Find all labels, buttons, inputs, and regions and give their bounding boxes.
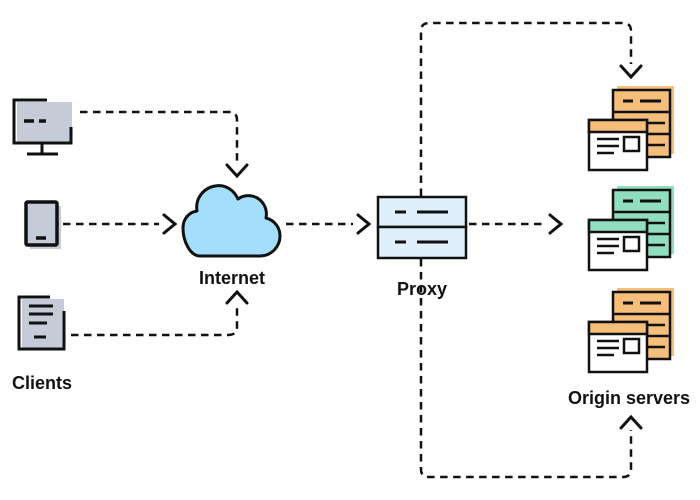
- browser-checkbox: [622, 235, 641, 253]
- browser-checkbox: [622, 135, 641, 153]
- phone-body: [24, 200, 59, 247]
- proxy-label: Proxy: [397, 279, 447, 299]
- browser-text-lines: [597, 137, 619, 155]
- arrowhead-right-icon: [548, 213, 564, 235]
- arrowhead-down-icon: [619, 64, 643, 80]
- browser-text-lines: [597, 339, 619, 357]
- arrowhead-up-icon: [619, 414, 643, 430]
- origin-server-icon-1: [587, 86, 674, 172]
- edge-phone-to-internet: [63, 213, 178, 235]
- client-desktop-icon: [12, 98, 73, 156]
- dashed-connector: [419, 259, 633, 479]
- document-outline: [17, 295, 66, 351]
- edge-document-to-internet: [71, 289, 249, 337]
- origin-servers-label: Origin servers: [568, 388, 690, 408]
- internet-label: Internet: [199, 268, 265, 288]
- internet-cloud-icon: [181, 184, 282, 258]
- arrowhead-up-icon: [225, 289, 249, 305]
- client-phone-icon: [24, 200, 61, 249]
- arrowhead-right-icon: [356, 213, 372, 235]
- cloud-shape: [181, 184, 282, 258]
- browser-title-bar: [587, 118, 649, 134]
- edge-internet-to-proxy: [286, 213, 372, 235]
- arrowhead-right-icon: [162, 213, 178, 235]
- origin-server-icon-3: [587, 288, 674, 374]
- browser-title-bar: [587, 218, 649, 234]
- edge-proxy-to-origin-2: [469, 213, 564, 235]
- dashed-connector: [419, 21, 633, 196]
- proxy-server-icon: [376, 195, 468, 260]
- arrowhead-down-icon: [225, 163, 249, 179]
- edge-proxy-to-origin-1: [419, 21, 643, 196]
- edge-proxy-to-origin-3: [419, 259, 643, 479]
- document-text-lines: [29, 304, 53, 339]
- browser-title-bar: [587, 320, 649, 336]
- browser-text-lines: [597, 237, 619, 255]
- monitor-stand: [27, 143, 58, 156]
- monitor-outline: [12, 98, 73, 145]
- dashed-connector: [71, 305, 239, 337]
- dashed-connector: [80, 110, 239, 163]
- clients-label: Clients: [12, 373, 72, 393]
- origin-server-icon-2: [587, 186, 674, 272]
- client-document-icon: [17, 295, 66, 351]
- edge-desktop-to-internet: [80, 110, 249, 179]
- proxy-rack-dashes: [395, 210, 448, 244]
- browser-checkbox: [622, 337, 641, 355]
